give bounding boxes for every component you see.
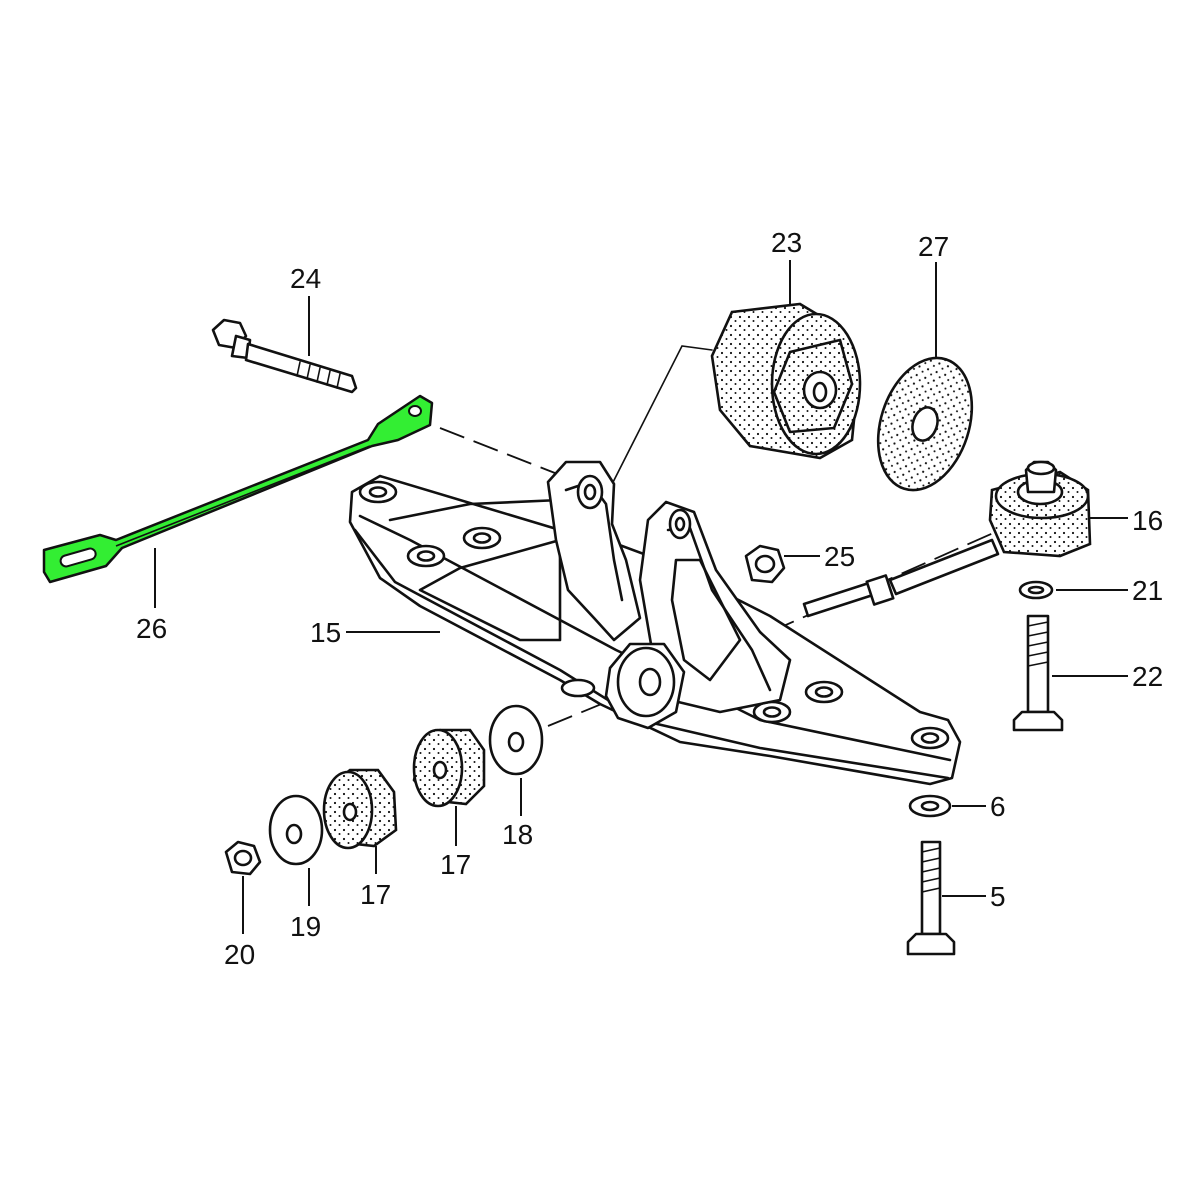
part-25-nut[interactable] bbox=[744, 544, 786, 584]
bracket-right bbox=[638, 500, 792, 714]
crossmember-recess bbox=[418, 538, 562, 642]
part-27-washer[interactable] bbox=[862, 346, 988, 503]
part-21-washer[interactable] bbox=[1018, 580, 1054, 600]
part-5-bolt[interactable] bbox=[906, 840, 956, 956]
callout-22: 22 bbox=[1132, 661, 1163, 692]
crossmember-web bbox=[388, 498, 562, 522]
callout-20: 20 bbox=[224, 939, 255, 970]
assembly-axis-23 bbox=[603, 345, 713, 501]
callout-16: 16 bbox=[1132, 505, 1163, 536]
callout-17-lower: 17 bbox=[360, 879, 391, 910]
part-17-bushing-upper[interactable] bbox=[412, 728, 486, 808]
callout-19: 19 bbox=[290, 911, 321, 942]
bracket-left bbox=[546, 460, 642, 642]
strut-26-edge-line bbox=[115, 445, 371, 547]
callout-6: 6 bbox=[990, 791, 1006, 822]
part-23-mount-bushing[interactable] bbox=[710, 302, 862, 460]
callout-21: 21 bbox=[1132, 575, 1163, 606]
callout-5: 5 bbox=[990, 881, 1006, 912]
part-6-washer[interactable] bbox=[908, 794, 952, 818]
part-26-strut-highlighted[interactable] bbox=[42, 394, 434, 584]
callout-24: 24 bbox=[290, 263, 321, 294]
callout-15: 15 bbox=[310, 617, 341, 648]
assembly-axis-24 bbox=[439, 427, 561, 476]
part-20-nut[interactable] bbox=[224, 840, 262, 876]
part-15-crossmember[interactable] bbox=[348, 460, 962, 786]
part-19-washer[interactable] bbox=[268, 794, 324, 866]
callout-18: 18 bbox=[502, 819, 533, 850]
callout-27: 27 bbox=[918, 231, 949, 262]
part-17-bushing-lower[interactable] bbox=[322, 768, 398, 850]
strut-26-slot bbox=[59, 547, 97, 568]
part-22-bolt[interactable] bbox=[1012, 614, 1064, 732]
part-16-bushing-stud[interactable] bbox=[802, 460, 1092, 618]
part-24-bolt[interactable] bbox=[211, 318, 358, 394]
callout-17-upper: 17 bbox=[440, 849, 471, 880]
callout-23: 23 bbox=[771, 227, 802, 258]
part-18-washer[interactable] bbox=[488, 704, 544, 776]
callout-26: 26 bbox=[136, 613, 167, 644]
crossmember-flange-lower bbox=[353, 528, 950, 780]
strut-26-eye-hole bbox=[408, 405, 422, 417]
callout-25: 25 bbox=[824, 541, 855, 572]
